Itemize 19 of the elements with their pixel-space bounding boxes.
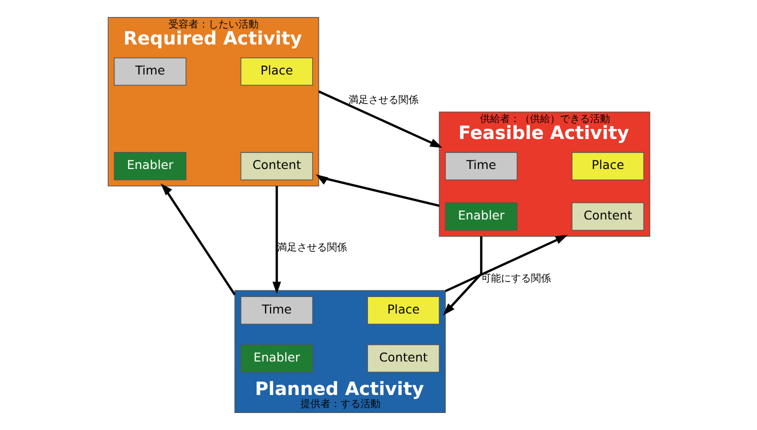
arrow <box>442 236 482 316</box>
arrow <box>444 234 568 292</box>
arrow <box>318 90 442 148</box>
node-box: Place <box>571 152 644 180</box>
edge-label: 満足させる関係 <box>348 95 418 106</box>
node-box: Enabler <box>113 152 186 180</box>
node-box: Place <box>240 57 312 86</box>
arrow <box>160 183 236 296</box>
node-box: Enabler <box>240 344 312 373</box>
node-box: Content <box>571 202 644 231</box>
node-box: Place <box>366 296 440 324</box>
arrow <box>315 174 440 207</box>
node-box: Enabler <box>444 202 517 231</box>
node-box: Time <box>240 296 312 324</box>
node-box: Content <box>366 344 440 373</box>
node-box: Time <box>444 152 517 180</box>
arrow <box>272 186 281 294</box>
node-box: Time <box>113 57 186 86</box>
node-box: Content <box>240 152 312 180</box>
